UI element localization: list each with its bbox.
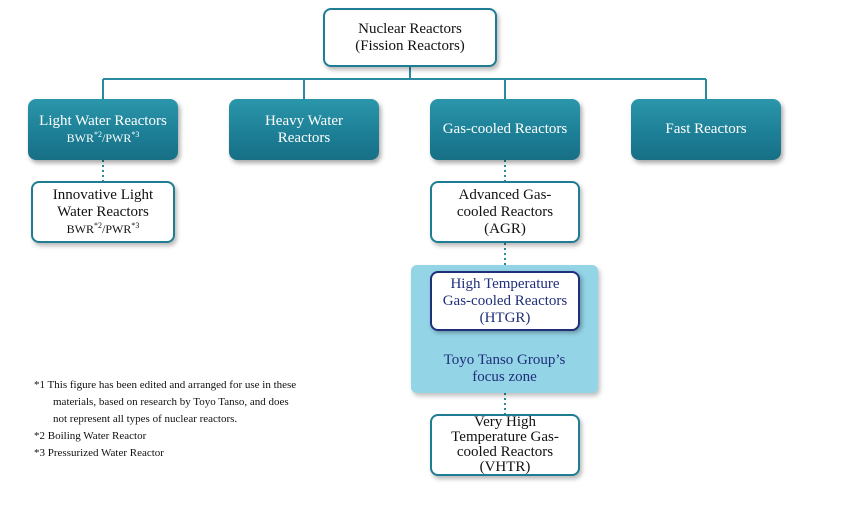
innovative-line1: Innovative Light — [52, 186, 154, 203]
agr-line2: cooled Reactors — [456, 203, 554, 220]
focus-zone-line2: focus zone — [472, 369, 537, 385]
hwr-line1: Heavy Water — [264, 112, 344, 129]
fast-line1: Fast Reactors — [665, 121, 747, 137]
lwr-line1: Light Water Reactors — [39, 112, 167, 129]
root-line2: (Fission Reactors) — [355, 37, 465, 54]
node-innovative-light-water-reactors: Innovative Light Water Reactors BWR*2/PW… — [31, 181, 175, 243]
vhtr-line4: (VHTR) — [479, 459, 531, 475]
footnotes: *1 This figure has been edited and arran… — [34, 377, 354, 462]
note-3: *3 Pressurized Water Reactor — [34, 447, 164, 459]
node-vhtr: Very High Temperature Gas- cooled Reacto… — [430, 414, 580, 476]
lwr-line2: BWR*2/PWR*3 — [67, 130, 140, 147]
vhtr-line1: Very High — [473, 414, 537, 430]
gcr-line1: Gas-cooled Reactors — [442, 121, 568, 137]
root-line1: Nuclear Reactors — [358, 20, 462, 37]
lwr-pwr: /PWR — [102, 130, 132, 145]
innovative-line3: BWR*2/PWR*3 — [67, 221, 140, 238]
innovative-sup3: *3 — [131, 220, 140, 230]
lwr-sup2: *2 — [94, 129, 102, 139]
note-1-line3: not represent all types of nuclear react… — [53, 413, 238, 425]
node-agr: Advanced Gas- cooled Reactors (AGR) — [430, 181, 580, 243]
lwr-bwr: BWR — [66, 130, 94, 145]
innovative-bwr: BWR — [66, 221, 94, 236]
note-1-line1: *1 This figure has been edited and arran… — [34, 379, 297, 391]
htgr-line3: (HTGR) — [479, 309, 531, 326]
node-heavy-water-reactors: Heavy Water Reactors — [229, 99, 379, 160]
root-node: Nuclear Reactors (Fission Reactors) — [323, 8, 497, 67]
focus-zone-line1: Toyo Tanso Group’s — [443, 352, 566, 368]
agr-line1: Advanced Gas- — [458, 186, 552, 203]
lwr-sup3: *3 — [131, 129, 140, 139]
node-htgr: High Temperature Gas-cooled Reactors (HT… — [430, 271, 580, 331]
node-gas-cooled-reactors: Gas-cooled Reactors — [430, 99, 580, 160]
focus-zone-label: Toyo Tanso Group’s focus zone — [411, 352, 598, 386]
node-fast-reactors: Fast Reactors — [631, 99, 781, 160]
note-2: *2 Boiling Water Reactor — [34, 430, 147, 442]
htgr-line2: Gas-cooled Reactors — [442, 292, 568, 309]
note-1-line2: materials, based on research by Toyo Tan… — [53, 396, 289, 408]
node-light-water-reactors: Light Water Reactors BWR*2/PWR*3 — [28, 99, 178, 160]
agr-line3: (AGR) — [484, 220, 526, 237]
vhtr-line3: cooled Reactors — [456, 444, 554, 460]
innovative-line2: Water Reactors — [57, 203, 149, 220]
innovative-pwr: /PWR — [102, 221, 132, 236]
innovative-sup2: *2 — [94, 220, 102, 230]
htgr-line1: High Temperature — [450, 275, 560, 292]
vhtr-line2: Temperature Gas- — [451, 429, 559, 445]
hwr-line2: Reactors — [277, 129, 331, 146]
